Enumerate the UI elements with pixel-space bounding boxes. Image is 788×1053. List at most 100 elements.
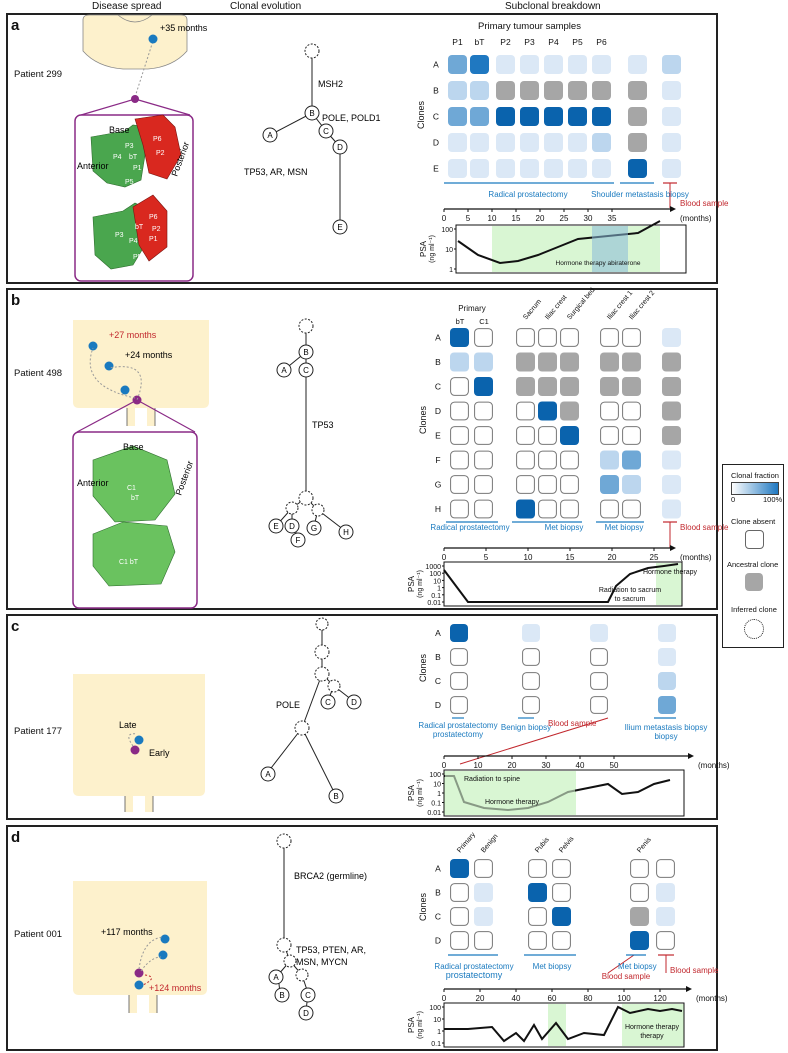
absent-cell	[450, 648, 468, 666]
sample-column-label: P1	[452, 37, 463, 47]
time-label: +35 months	[160, 23, 208, 33]
absent-cell	[516, 328, 535, 347]
absent-cell	[474, 426, 493, 445]
svg-text:P5: P5	[133, 254, 142, 261]
clone-cell	[568, 55, 587, 74]
clone-cell	[448, 55, 467, 74]
ancestral-cell	[662, 352, 681, 372]
absent-cell	[450, 907, 469, 926]
absent-cell	[474, 859, 493, 878]
tree-node-d: D	[298, 1005, 314, 1021]
annotation: Met biopsy	[545, 523, 584, 532]
clone-cell	[450, 352, 469, 372]
annotation: biopsy	[654, 732, 677, 741]
svg-text:P1: P1	[133, 165, 142, 172]
clone-cell	[470, 107, 489, 126]
tree-node-c: C	[298, 362, 314, 378]
clone-row-label: G	[435, 480, 442, 490]
ancestral-cell	[496, 81, 515, 100]
axis-tick-label: 20	[476, 994, 485, 1003]
clone-cell	[592, 159, 611, 178]
svg-text:P5: P5	[125, 179, 134, 186]
absent-cell	[600, 499, 619, 519]
legend-inferred-circle	[744, 619, 764, 639]
group-title: Primary	[458, 304, 486, 313]
clone-cell	[662, 499, 681, 519]
therapy-label: to sacrum	[615, 596, 646, 603]
axis-tick-label: 10	[488, 214, 497, 223]
ancestral-cell	[592, 81, 611, 100]
clone-cell	[470, 133, 489, 152]
svg-text:P6: P6	[153, 136, 162, 143]
psa-tick: 1000	[425, 564, 441, 571]
absent-cell	[474, 475, 493, 494]
legend-absent-box	[745, 530, 764, 549]
panel-letter: a	[11, 17, 20, 34]
clone-row-label: D	[435, 406, 441, 416]
group-title: Penis	[636, 836, 653, 854]
clone-row-label: D	[435, 700, 441, 710]
clone-cell	[590, 624, 608, 642]
absent-cell	[656, 859, 675, 878]
svg-text:D: D	[303, 1009, 309, 1018]
primary-dot	[130, 745, 140, 755]
header-disease-spread: Disease spread	[92, 1, 162, 12]
absent-cell	[522, 672, 540, 690]
clonal-tree-b: B A C TP53 E D F G H	[268, 318, 354, 548]
svg-text:A: A	[267, 131, 273, 140]
therapy-label: Hormone therapy	[485, 799, 540, 806]
clone-cell	[658, 648, 676, 666]
ancestral-cell	[568, 81, 587, 100]
clone-cell	[662, 475, 681, 494]
ancestral-cell	[662, 377, 681, 396]
svg-text:C1 bT: C1 bT	[119, 559, 139, 566]
absent-cell	[450, 377, 469, 396]
axis-tick-label: 0	[442, 553, 447, 562]
clone-cell	[630, 931, 649, 950]
axis-tick-label: 15	[512, 214, 521, 223]
therapy-label: therapy	[640, 1033, 664, 1040]
svg-text:B: B	[279, 991, 284, 1000]
svg-text:P1: P1	[149, 236, 158, 243]
absent-cell	[474, 450, 493, 470]
clone-cell	[474, 883, 493, 902]
clone-cell	[544, 159, 563, 178]
axis-tick-label: 30	[542, 761, 551, 770]
annotation: Blood sample	[670, 966, 719, 975]
absent-cell	[630, 883, 649, 902]
tree-node-c: C	[300, 987, 316, 1003]
annotation: Radical prostatectomy	[434, 962, 513, 971]
annotation: prostatectomy	[446, 970, 503, 980]
clone-cell	[496, 133, 515, 152]
axis-tick-label: 50	[610, 761, 619, 770]
panel-a: a Patient 299 +35 months Base Posterior …	[6, 13, 729, 284]
clone-cell	[474, 377, 493, 396]
legend-gradient	[731, 482, 779, 495]
psa-tick: 10	[433, 1017, 441, 1024]
ancestral-cell	[516, 377, 535, 396]
patient-label: Patient 299	[14, 69, 63, 80]
axis-tick-label: 5	[484, 553, 489, 562]
patient-label: Patient 177	[14, 726, 63, 737]
clone-cell	[520, 159, 539, 178]
svg-text:C: C	[303, 366, 309, 375]
ancestral-cell	[622, 352, 641, 372]
sample-column-label: P2	[500, 37, 511, 47]
legend-ancestral-box	[745, 573, 763, 591]
tree-node-b: B	[328, 788, 344, 804]
axis-tick-label: 20	[536, 214, 545, 223]
absent-cell	[630, 859, 649, 878]
annotation: Met biopsy	[533, 962, 572, 971]
clone-cell	[658, 624, 676, 642]
absent-cell	[552, 883, 571, 902]
clone-cell	[622, 450, 641, 470]
clone-row-label: H	[435, 504, 441, 514]
clone-row-label: C	[435, 676, 441, 686]
psa-tick: 0.1	[431, 593, 441, 600]
patient-label: Patient 001	[14, 929, 63, 940]
ancestral-cell	[622, 377, 641, 396]
svg-text:B: B	[309, 109, 314, 118]
